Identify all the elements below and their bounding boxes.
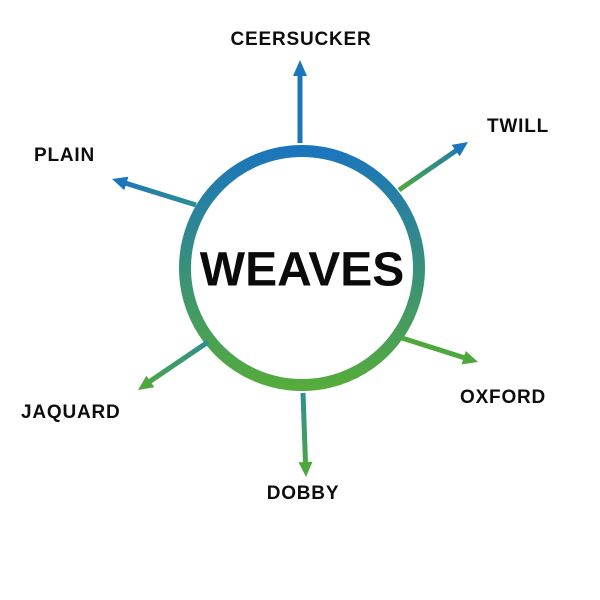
arrowhead-top-icon	[293, 60, 307, 76]
arrowhead-top-left-icon	[112, 176, 129, 191]
arrow-bottom-right	[401, 335, 466, 361]
arrowhead-bottom-icon	[298, 461, 313, 477]
weave-ring	[179, 145, 425, 391]
node-label-plain: PLAIN	[34, 145, 95, 166]
arrowhead-bottom-left-icon	[138, 375, 155, 390]
arrow-bottom-left	[147, 339, 210, 385]
arrowhead-bottom-right-icon	[461, 351, 478, 365]
arrow-top-right	[397, 147, 459, 193]
center-label: WEAVES	[199, 243, 405, 297]
node-label-oxford: OXFORD	[460, 387, 547, 408]
node-label-dobby: DOBBY	[266, 483, 340, 504]
node-label-ceersucker: CEERSUCKER	[230, 29, 372, 50]
arrow-bottom	[300, 392, 308, 464]
arrowhead-top-right-icon	[451, 142, 468, 157]
node-label-jaquard: JAQUARD	[21, 402, 121, 423]
node-label-twill: TWILL	[487, 116, 550, 137]
arrow-top-left	[124, 180, 197, 208]
